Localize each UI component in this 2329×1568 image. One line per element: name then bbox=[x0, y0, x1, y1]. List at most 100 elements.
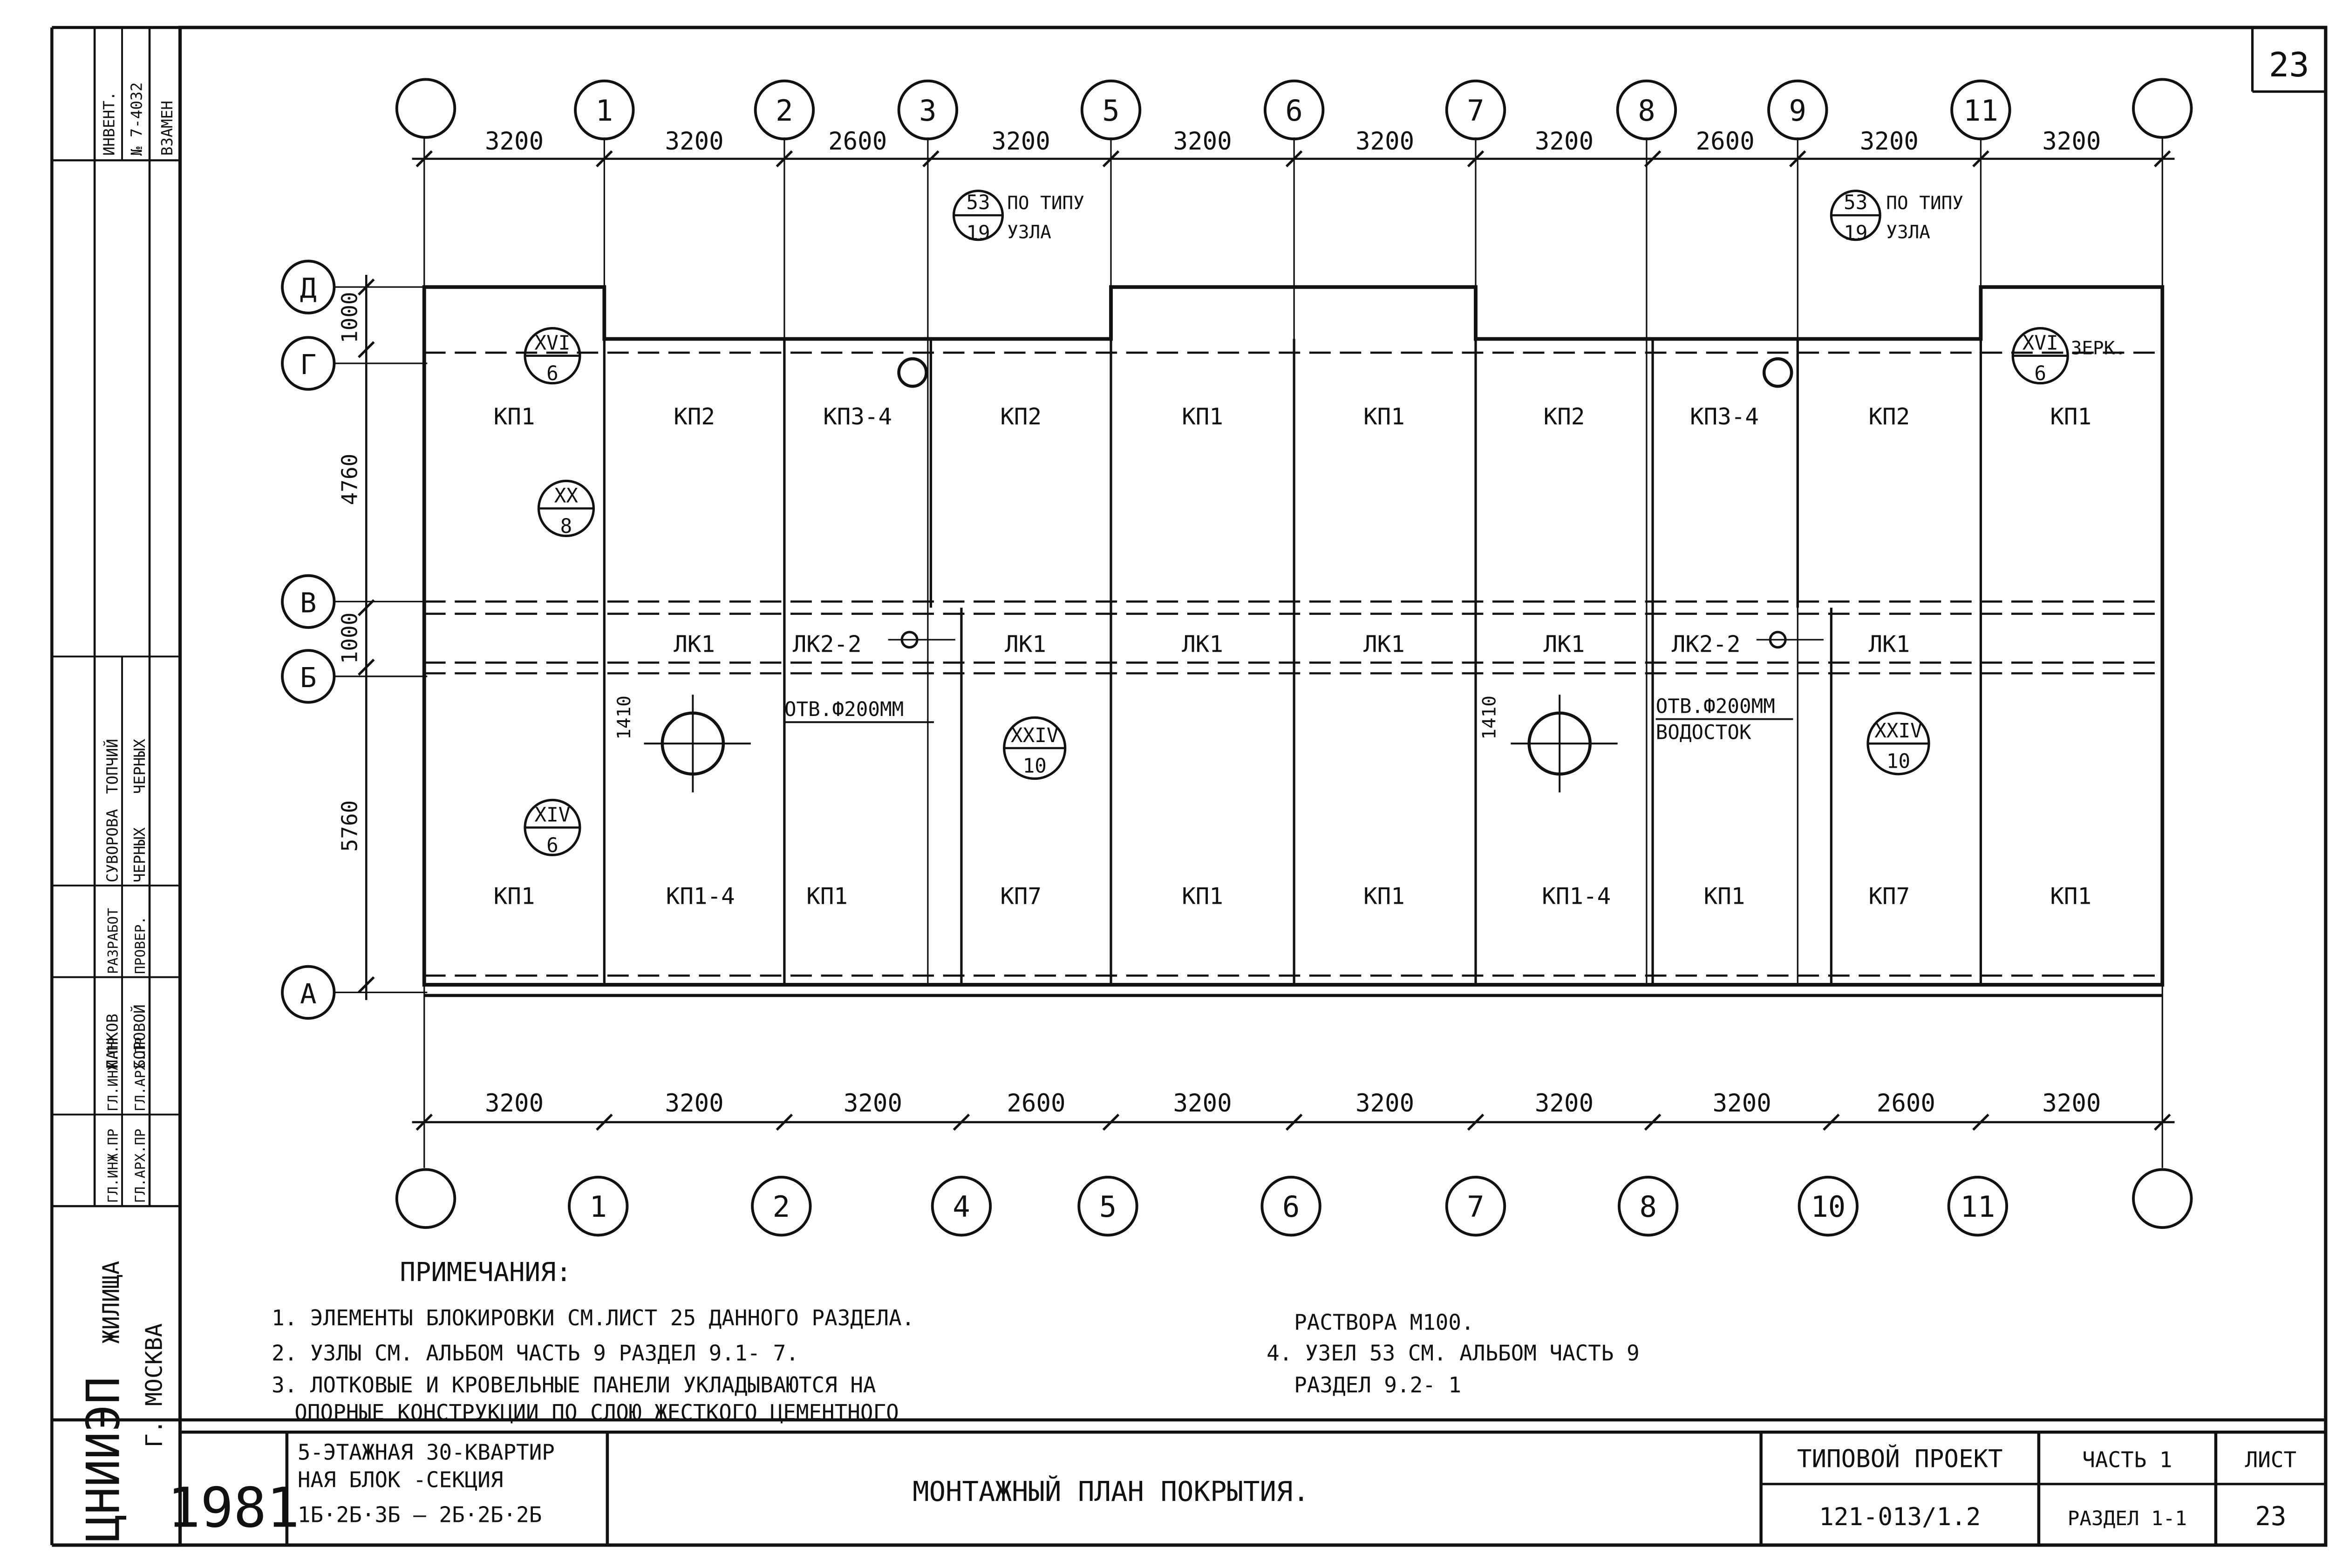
callout-xvi-right-bottom: 6 bbox=[2034, 362, 2046, 385]
axis-bubble-top: 9 bbox=[1789, 94, 1806, 128]
axis-bubble-top: 8 bbox=[1638, 94, 1655, 128]
stamp-role: ГЛ.АРХ.ПР bbox=[132, 1037, 148, 1111]
axis-bubble-top-circle bbox=[754, 79, 815, 141]
callout-53-text: УЗЛА bbox=[1007, 222, 1051, 243]
panel-label-lower: КП1 bbox=[1704, 882, 1745, 909]
dim-tick bbox=[415, 1113, 433, 1131]
sheet-frame bbox=[52, 26, 2328, 1547]
panel-label-middle: ЛК1 bbox=[1544, 630, 1585, 657]
dim-tick bbox=[358, 278, 375, 296]
dim-value-left: 1000 bbox=[337, 292, 362, 343]
dim-tick bbox=[358, 341, 375, 358]
panel-label-lower: КП1-4 bbox=[1542, 882, 1611, 909]
panel-label-lower: КП1 bbox=[2050, 882, 2091, 909]
axis-bubble-top-circle bbox=[574, 79, 635, 141]
sheet-value: 23 bbox=[2255, 1501, 2286, 1532]
panel-label-lower: КП7 bbox=[1868, 882, 1910, 909]
dim-tick bbox=[776, 1113, 793, 1131]
org-logo: ЦНИИЭП bbox=[77, 1377, 130, 1542]
dim-tick bbox=[1644, 1113, 1662, 1131]
axis-bubble-bottom: 8 bbox=[1639, 1190, 1656, 1224]
dim-value-top: 3200 bbox=[665, 127, 724, 156]
panel-label-upper: КП2 bbox=[1544, 403, 1585, 430]
callout-xx-bottom: 8 bbox=[560, 515, 572, 538]
axis-bubble-bottom: 11 bbox=[1960, 1190, 1995, 1224]
org-city: Г. МОСКВА bbox=[140, 1323, 167, 1447]
stamp-role: ГЛ.ИНЖ.ПР bbox=[105, 1129, 121, 1203]
stamp-name: ПАНКОВ bbox=[103, 1014, 121, 1069]
callout-xxiv-right-top: XXIV bbox=[1874, 719, 1922, 743]
panel-label-middle: ЛК1 bbox=[1182, 630, 1223, 657]
axis-bubble-top-blank-circle bbox=[2132, 78, 2193, 139]
callout-xvi-left-bottom: 6 bbox=[546, 362, 558, 385]
project-number: 121-013/1.2 bbox=[1819, 1503, 1981, 1531]
dim-value-left: 1000 bbox=[337, 613, 362, 664]
stamp-role: ГЛ.ИНЖ.ПР bbox=[105, 1037, 121, 1111]
dim-value-top: 3200 bbox=[1860, 127, 1919, 156]
part-label: ЧАСТЬ 1 bbox=[2082, 1447, 2172, 1473]
panel-label-upper: КП1 bbox=[2050, 403, 2091, 430]
row-bubble-label: Д bbox=[300, 272, 317, 304]
dim-value-bottom: 3200 bbox=[1355, 1089, 1414, 1118]
dim-tick bbox=[596, 1113, 613, 1131]
row-bubble-circle bbox=[281, 649, 336, 704]
panel-label-middle: ЛК1 bbox=[674, 630, 715, 657]
note-line: РАЗДЕЛ 9.2- 1 bbox=[1294, 1372, 1461, 1398]
drawing-title: МОНТАЖНЫЙ ПЛАН ПОКРЫТИЯ. bbox=[913, 1475, 1309, 1507]
dim-tick bbox=[358, 659, 375, 676]
dim-tick bbox=[596, 150, 613, 168]
axis-bubble-bottom: 7 bbox=[1467, 1190, 1484, 1224]
stamp-name: СУВОРОВА bbox=[103, 809, 121, 882]
title-year: 1981 bbox=[167, 1476, 300, 1540]
panel-label-upper: КП2 bbox=[1000, 403, 1042, 430]
panel-label-upper: КП1 bbox=[494, 403, 535, 430]
panel-label-lower: КП1 bbox=[1182, 882, 1223, 909]
axis-bubble-top: 2 bbox=[776, 94, 793, 128]
dim-value-left: 4760 bbox=[337, 454, 362, 505]
axis-bubble-bottom-blank-circle bbox=[2132, 1168, 2193, 1229]
axis-bubble-bottom: 2 bbox=[773, 1190, 790, 1224]
callout-53-right-top: 53 bbox=[1844, 191, 1867, 214]
dim-1410: 1410 bbox=[1479, 695, 1500, 740]
dim-value-top: 3200 bbox=[1355, 127, 1414, 156]
axis-bubble-top: 1 bbox=[596, 94, 613, 128]
axis-bubble-bottom-circle bbox=[1618, 1176, 1679, 1237]
panel-label-upper: КП1 bbox=[1182, 403, 1223, 430]
callout-xxiv-left-bottom: 10 bbox=[1023, 754, 1047, 777]
axis-bubble-bottom-circle bbox=[568, 1176, 629, 1237]
dim-value-top: 3200 bbox=[1173, 127, 1232, 156]
title-object-line: 5-ЭТАЖНАЯ 30-КВАРТИР bbox=[298, 1439, 555, 1465]
callout-53-text: ПО ТИПУ bbox=[1886, 193, 1963, 214]
axis-bubble-top-circle bbox=[1616, 79, 1677, 141]
stamp-name: БОРОВОЙ bbox=[131, 1004, 149, 1069]
callout-53-left-bottom: 19 bbox=[966, 222, 990, 245]
dim-tick bbox=[1972, 1113, 1989, 1131]
stamp-name: ТОПЧИЙ bbox=[103, 739, 121, 794]
sheet-label: ЛИСТ bbox=[2245, 1447, 2296, 1473]
stamp-name: ЧЕРНЫХ bbox=[131, 739, 149, 794]
axis-bubble-bottom-blank-circle bbox=[395, 1168, 456, 1229]
hole-note: ОТВ.Ф200ММ bbox=[1656, 695, 1775, 718]
panel-label-lower: КП1 bbox=[806, 882, 848, 909]
axis-bubble-top: 7 bbox=[1467, 94, 1484, 128]
title-object-line: 1Б·2Б·3Б – 2Б·2Б·2Б bbox=[298, 1502, 542, 1527]
dim-tick bbox=[776, 150, 793, 168]
panel-label-middle: ЛК1 bbox=[1868, 630, 1910, 657]
note-line: 2. УЗЛЫ СМ. АЛЬБОМ ЧАСТЬ 9 РАЗДЕЛ 9.1- 7… bbox=[272, 1340, 799, 1365]
callout-53-text: ПО ТИПУ bbox=[1007, 193, 1084, 214]
dim-value-bottom: 2600 bbox=[1007, 1089, 1065, 1118]
panel-label-middle: ЛК1 bbox=[1363, 630, 1405, 657]
row-bubble-label: Г bbox=[300, 348, 317, 381]
row-bubble-circle bbox=[281, 259, 336, 314]
stamp-label-invent: ИНВЕНТ. bbox=[101, 91, 118, 156]
dim-value-bottom: 3200 bbox=[844, 1089, 902, 1118]
row-bubble-label: А bbox=[300, 977, 317, 1009]
callout-xvi-right-top: XVI bbox=[2023, 332, 2058, 355]
callout-xxiv-left-top: XXIV bbox=[1011, 724, 1059, 747]
panel-label-upper: КП2 bbox=[1868, 403, 1910, 430]
dim-tick bbox=[1285, 1113, 1303, 1131]
axis-bubble-top-circle bbox=[1950, 79, 2011, 141]
callout-xiv-top: XIV bbox=[535, 803, 571, 826]
